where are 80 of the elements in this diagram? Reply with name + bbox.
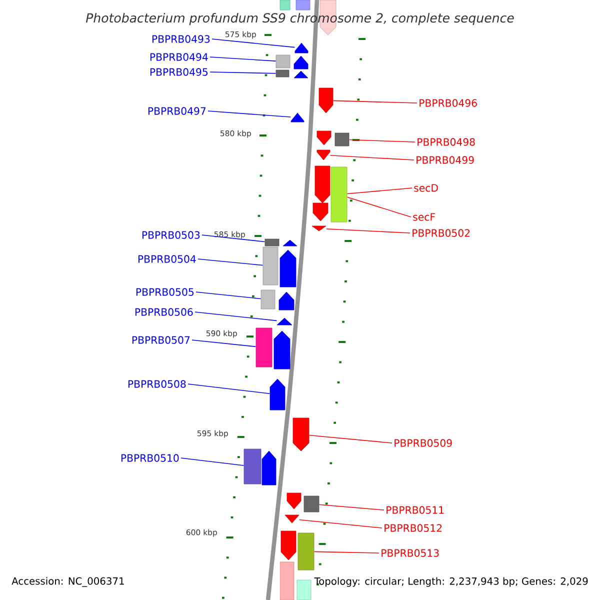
gene-label: PBPRB0510: [121, 454, 179, 462]
gene-label: secF: [413, 213, 435, 221]
pointed-gene-block: [286, 492, 302, 510]
pointed-gene-block: [294, 56, 308, 70]
pointed-gene-block: [270, 378, 286, 410]
leader-line: [192, 340, 256, 348]
pointed-gene-block: [280, 530, 296, 560]
leader-line: [330, 154, 414, 160]
gene-block: [276, 70, 290, 78]
gene-label: PBPRB0509: [394, 439, 452, 447]
leader-line: [346, 188, 412, 194]
info-text: Accession: NC_006371: [12, 577, 124, 587]
gene-label: PBPRB0507: [132, 336, 190, 344]
pointed-gene-block: [292, 418, 310, 452]
leader-line: [348, 139, 416, 142]
gene-label: PBPRB0503: [142, 231, 200, 239]
gene-block: [304, 496, 320, 512]
gene-label: PBPRB0513: [382, 549, 439, 557]
pointed-gene-block: [274, 330, 290, 370]
gene-block: [256, 328, 272, 368]
pointed-gene-block: [290, 112, 304, 122]
gene-block: [280, 562, 294, 600]
pointed-gene-block: [316, 130, 332, 146]
gene-label: PBPRB0512: [384, 524, 442, 532]
pointed-gene-block: [312, 226, 326, 232]
gene-block: [298, 532, 314, 570]
gene-label: PBPRB0493: [152, 35, 210, 43]
leader-line: [210, 72, 276, 74]
gene-block: [244, 448, 262, 484]
pointed-gene-block: [282, 240, 298, 246]
gene-label: PBPRB0495: [150, 68, 208, 76]
gene-block: [276, 54, 290, 68]
pointed-gene-block: [318, 88, 334, 114]
leader-line: [210, 56, 276, 62]
pointed-gene-block: [276, 318, 292, 326]
gene-label: PBPRB0508: [128, 380, 186, 388]
leader-line: [346, 196, 412, 218]
gene-label: PBPRB0497: [148, 107, 206, 115]
gene-label: PBPRB0498: [418, 138, 475, 146]
pointed-gene-block: [262, 450, 276, 486]
pointed-gene-block: [294, 70, 308, 78]
leader-line: [332, 100, 418, 104]
pointed-gene-block: [278, 292, 294, 310]
leader-line: [180, 458, 244, 466]
gene-label: PBPRB0506: [135, 308, 193, 316]
gene-block: [262, 246, 278, 286]
leader-line: [198, 258, 264, 266]
leader-line: [202, 234, 266, 242]
gene-block: [280, 0, 290, 10]
pointed-gene-block: [294, 42, 308, 54]
info-text: Topology: circular; Length: 2,237,943 bp; Genes: 2,029: [314, 577, 588, 587]
leader-line: [208, 110, 292, 118]
gene-block: [264, 238, 280, 246]
gene-label: PBPRB0496: [420, 99, 477, 107]
gene-label: PBPRB0511: [386, 506, 444, 514]
title: Photobacterium profundum SS9 chromosome 2, complete sequence: [86, 12, 514, 26]
leader-line: [188, 384, 270, 394]
leader-line: [196, 292, 262, 300]
leader-line: [298, 519, 382, 528]
gene-label: PBPRB0502: [412, 229, 470, 237]
gene-label: secD: [414, 184, 438, 192]
leader-line: [308, 434, 392, 444]
pointed-gene-block: [312, 202, 328, 222]
pointed-gene-block: [316, 150, 330, 160]
gene-block: [296, 580, 312, 600]
leader-line: [212, 38, 296, 48]
gene-label: PBPRB0499: [416, 156, 474, 164]
gene-label: PBPRB0494: [150, 53, 208, 61]
gene-block: [330, 166, 348, 222]
leader-line: [194, 312, 278, 322]
gene-block: [260, 290, 276, 310]
gene-label: PBPRB0505: [136, 288, 194, 296]
leader-line: [314, 551, 380, 554]
pointed-gene-block: [280, 250, 296, 288]
gene-block: [334, 132, 350, 146]
gene-block: [296, 0, 310, 10]
leader-line: [326, 228, 410, 234]
gene-label: PBPRB0504: [138, 255, 196, 263]
pointed-gene-block: [284, 514, 300, 524]
leader-line: [318, 504, 384, 510]
